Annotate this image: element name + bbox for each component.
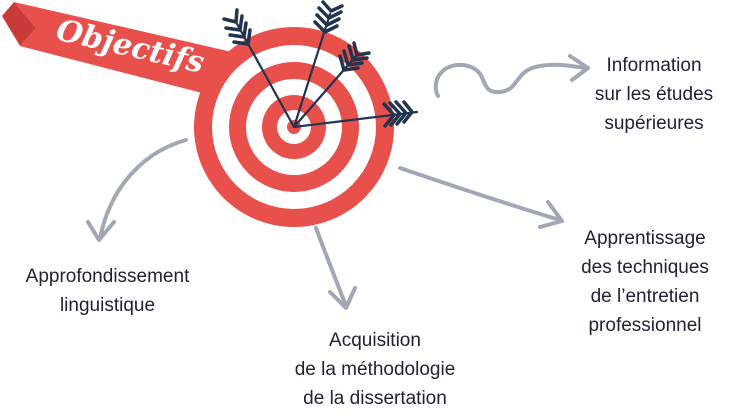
- darts-group: [222, 0, 419, 129]
- connector-to-info: [433, 54, 590, 98]
- goal-interview-line-2: des techniques: [581, 257, 709, 278]
- goal-interview-line-4: professionnel: [588, 315, 702, 336]
- goal-label-interview: Apprentissage des techniques de l’entret…: [560, 224, 730, 340]
- goal-language-line-2: linguistique: [59, 295, 156, 316]
- banner-ribbon: [14, 2, 236, 96]
- connector-to-interview: [398, 166, 564, 229]
- goal-interview-line-1: Apprentissage: [584, 228, 706, 249]
- dart-arrow-3: [292, 41, 371, 129]
- connector-to-language: [86, 138, 188, 242]
- goal-label-language: Approfondissement linguistique: [0, 262, 215, 320]
- connector-to-method: [314, 226, 357, 310]
- connectors: [86, 54, 590, 310]
- goal-method-line-2: de la méthodologie: [294, 359, 456, 380]
- goal-language-line-1: Approfondissement: [25, 266, 190, 287]
- goal-interview-line-3: de l’entretien: [590, 286, 700, 307]
- goal-label-info: Information sur les études supérieures: [574, 51, 733, 138]
- goal-info-line-3: supérieures: [604, 113, 704, 134]
- objectives-banner: Objectifs: [2, 2, 236, 96]
- goal-info-line-2: sur les études: [594, 84, 714, 105]
- goal-info-line-1: Information: [606, 55, 702, 76]
- dart-arrow-2: [292, 0, 344, 129]
- goal-label-method: Acquisition de la méthodologie de la dis…: [265, 326, 485, 413]
- dart-arrow-1: [222, 8, 296, 129]
- goal-method-line-3: de la dissertation: [303, 388, 447, 409]
- goal-method-line-1: Acquisition: [329, 330, 421, 351]
- dart-arrow-4: [292, 100, 419, 129]
- banner-fold: [2, 2, 36, 46]
